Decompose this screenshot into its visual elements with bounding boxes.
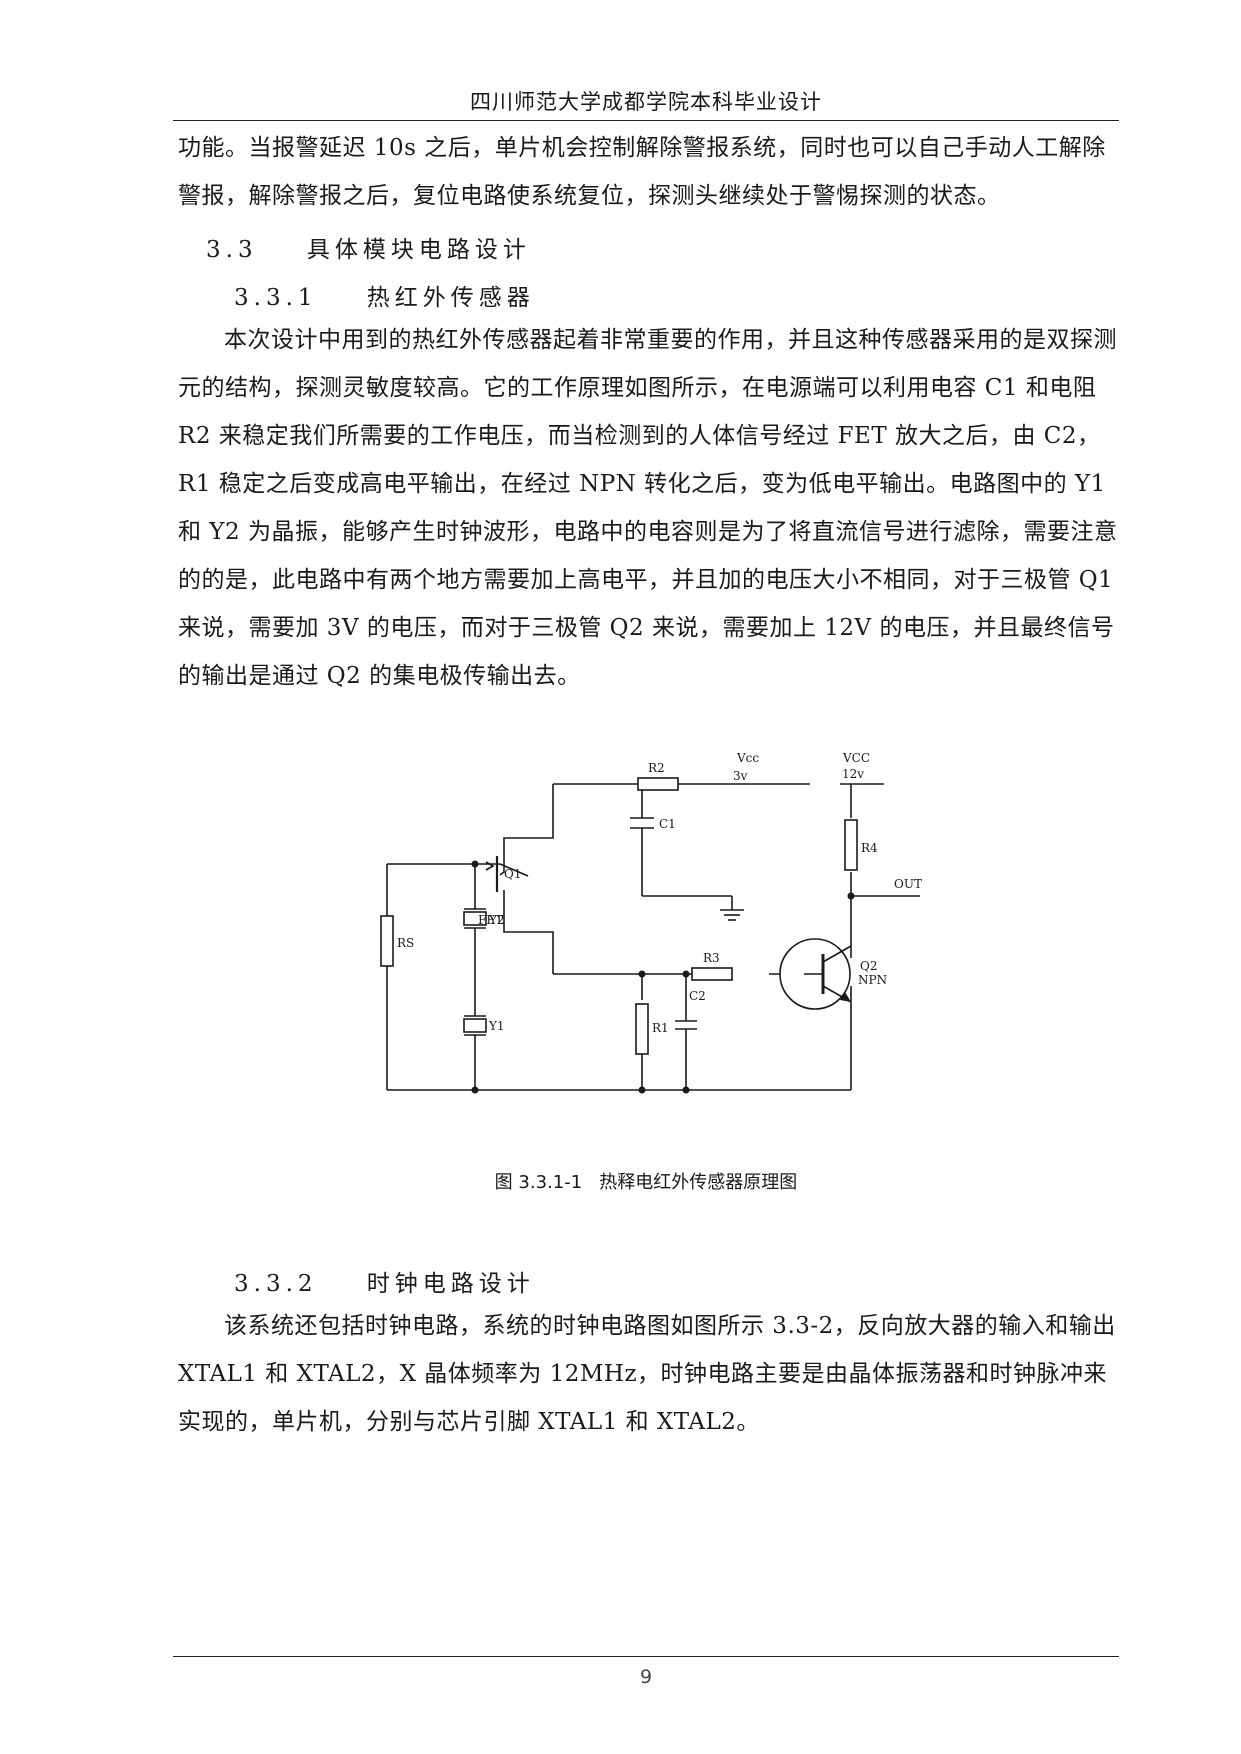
footer-rule — [173, 1656, 1119, 1657]
page-number: 9 — [639, 1666, 653, 1688]
resistor-r2 — [637, 777, 679, 791]
resistor-r3 — [691, 967, 733, 981]
section-3-3-1-heading: 3.3.1 热红外传感器 — [234, 278, 535, 312]
crystal-y1 — [463, 1015, 487, 1036]
section-title: 时钟电路设计 — [366, 1271, 535, 1297]
section-3-3-heading: 3.3 具体模块电路设计 — [206, 230, 531, 264]
intro-paragraph: 功能。当报警延迟 10s 之后，单片机会控制解除警报系统，同时也可以自己手动人工… — [178, 124, 1124, 220]
label-rs: RS — [397, 936, 414, 950]
section-number: 3.3 — [206, 237, 258, 263]
section-number: 3.3.1 — [234, 285, 318, 311]
label-r1: R1 — [652, 1021, 669, 1035]
running-header: 四川师范大学成都学院本科毕业设计 — [470, 90, 822, 114]
paragraph-text: 该系统还包括时钟电路，系统的时钟电路图如图所示 3.3-2，反向放大器的输入和输… — [178, 1313, 1116, 1435]
label-npn: NPN — [858, 973, 887, 987]
section-3-3-2-paragraph: 该系统还包括时钟电路，系统的时钟电路图如图所示 3.3-2，反向放大器的输入和输… — [178, 1302, 1124, 1446]
header-rule — [173, 120, 1119, 121]
section-title: 具体模块电路设计 — [306, 237, 531, 263]
circuit-diagram: R2 Vcc 3v VCC 12v C1 R4 Q1 FET OUT Y2 RS… — [380, 751, 922, 1094]
intro-text: 功能。当报警延迟 10s 之后，单片机会控制解除警报系统，同时也可以自己手动人工… — [178, 135, 1106, 209]
label-vcc-left: Vcc — [736, 751, 759, 765]
label-y2: Y2 — [488, 913, 505, 927]
label-out: OUT — [894, 877, 922, 891]
crystal-y2 — [463, 908, 487, 929]
capacitor-c1 — [630, 817, 654, 829]
resistor-r1 — [635, 1003, 649, 1055]
ground-icon — [720, 909, 744, 921]
label-c1: C1 — [659, 817, 676, 831]
fet-q1 — [485, 856, 499, 892]
label-r3: R3 — [703, 951, 720, 965]
label-q2: Q2 — [860, 959, 877, 973]
label-q1: Q1 — [504, 867, 521, 881]
section-number: 3.3.2 — [234, 1271, 318, 1297]
resistor-rs — [380, 915, 394, 967]
circuit-wires — [386, 783, 920, 1091]
label-y1: Y1 — [488, 1019, 505, 1033]
label-3v: 3v — [733, 769, 748, 783]
npn-transistor-q2 — [779, 938, 852, 1010]
section-3-3-1-paragraph: 本次设计中用到的热红外传感器起着非常重要的作用，并且这种传感器采用的是双探测元的… — [178, 316, 1124, 700]
figure-caption: 图 3.3.1-1 热释电红外传感器原理图 — [494, 1172, 798, 1193]
label-fet: FET — [478, 913, 503, 927]
label-12v: 12v — [842, 767, 864, 781]
resistor-r4 — [844, 819, 858, 871]
label-r4: R4 — [861, 841, 878, 855]
label-vcc-right: VCC — [842, 751, 870, 765]
section-3-3-2-heading: 3.3.2 时钟电路设计 — [234, 1264, 535, 1298]
label-c2: C2 — [689, 989, 706, 1003]
label-r2: R2 — [648, 761, 665, 775]
section-title: 热红外传感器 — [366, 285, 535, 311]
capacitor-c2 — [675, 1020, 697, 1030]
paragraph-text: 本次设计中用到的热红外传感器起着非常重要的作用，并且这种传感器采用的是双探测元的… — [178, 327, 1118, 689]
circuit-labels: R2 Vcc 3v VCC 12v C1 R4 Q1 FET OUT Y2 RS… — [397, 751, 922, 1035]
